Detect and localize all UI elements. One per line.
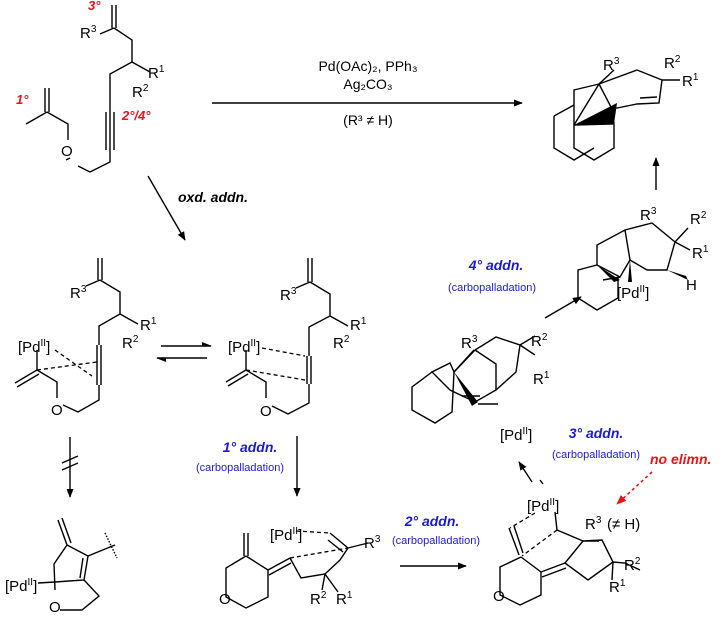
r2-label: R2 [664, 54, 681, 72]
r3-label: R3 [70, 284, 87, 302]
intermediate-1st-addition: [PdII] R3 R1 R2 O [219, 526, 381, 609]
r2-label: R2 [310, 590, 327, 608]
r3-label: R3 [364, 534, 381, 552]
second-addition-subtitle: (carbopalladation) [392, 535, 480, 547]
r2-label: R2 [132, 83, 149, 101]
r1-label: R1 [148, 64, 165, 82]
site-3-label: 3° [88, 0, 101, 13]
intermediate-pd-complex-b: [PdII] R3 R1 R2 O [225, 258, 367, 420]
pd-label: [PdII] [228, 338, 260, 356]
intermediate-3rd-addition: R3 R2 R1 [PdII] [411, 332, 550, 444]
hydrogen-label: H [686, 277, 697, 294]
r1-label: R1 [533, 370, 550, 388]
reagents-condition: (R³ ≠ H) [343, 112, 393, 128]
r1-label: R1 [350, 316, 367, 334]
third-addition-arrow [518, 461, 533, 483]
starting-material: R3 R1 R2 O 3° 1° 2°/4° [16, 0, 165, 173]
reagents-line-2: Ag₂CO₃ [343, 76, 392, 92]
intermediate-2nd-addition: [PdII] R3 (≠ H) R2 R1 O [493, 479, 641, 606]
r1-label: R1 [682, 72, 699, 90]
pd-label: [PdII] [527, 497, 559, 515]
second-addition-label: 2° addn. [404, 513, 460, 529]
r3-label: R3 [80, 24, 97, 42]
forbidden-mark-icon [61, 455, 79, 471]
no-elimination-label: no elimn. [650, 451, 711, 467]
final-product: R3 R2 R1 [553, 54, 699, 161]
site-2-4-label: 2°/4° [121, 108, 151, 123]
site-1-label: 1° [16, 92, 29, 107]
r1-label: R1 [692, 244, 709, 262]
r3-label: R3 [280, 286, 297, 304]
fourth-addition-arrow [544, 296, 582, 319]
oxidative-addition-arrow [147, 175, 186, 241]
oxygen-label: O [51, 402, 63, 419]
pd-label: [PdII] [18, 338, 50, 356]
blocked-product: [PdII] O [5, 517, 118, 616]
r2-label: R2 [624, 556, 641, 574]
r3-label: R3 [585, 515, 602, 533]
oxygen-label: O [61, 143, 73, 160]
oxidative-addition-label: oxd. addn. [178, 189, 248, 205]
r1-label: R1 [336, 590, 353, 608]
oxygen-label: O [493, 588, 505, 605]
no-elimination-arrow [616, 471, 653, 505]
pd-label: [PdII] [270, 526, 302, 544]
fourth-addition-label: 4° addn. [468, 257, 524, 273]
pd-label: [PdII] [500, 426, 532, 444]
third-addition-subtitle: (carbopalladation) [552, 449, 640, 461]
r2-label: R2 [690, 210, 707, 228]
third-addition-label: 3° addn. [569, 425, 624, 441]
first-addition-subtitle: (carbopalladation) [196, 462, 284, 474]
pd-label: [PdII] [617, 284, 649, 302]
oxygen-label: O [260, 403, 272, 420]
intermediate-4th-addition: R3 R2 R1 H [PdII] [577, 206, 709, 311]
r2-label: R2 [122, 334, 139, 352]
fourth-addition-subtitle: (carbopalladation) [448, 282, 536, 294]
r3-label: R3 [603, 56, 620, 74]
r3-label: R3 [640, 206, 657, 224]
first-addition-label: 1° addn. [223, 439, 278, 455]
pd-label: [PdII] [5, 577, 37, 595]
reagents-line-1: Pd(OAc)₂, PPh₃ [318, 58, 417, 74]
r3-label: R3 [461, 334, 478, 352]
not-hydrogen-label: (≠ H) [607, 516, 640, 533]
r2-label: R2 [333, 334, 350, 352]
r2-label: R2 [531, 332, 548, 350]
r1-label: R1 [609, 578, 626, 596]
oxygen-label: O [219, 591, 231, 608]
oxygen-label: O [49, 599, 61, 616]
r1-label: R1 [140, 316, 157, 334]
intermediate-pd-complex-a: [PdII] R3 R1 R2 O [14, 258, 157, 419]
